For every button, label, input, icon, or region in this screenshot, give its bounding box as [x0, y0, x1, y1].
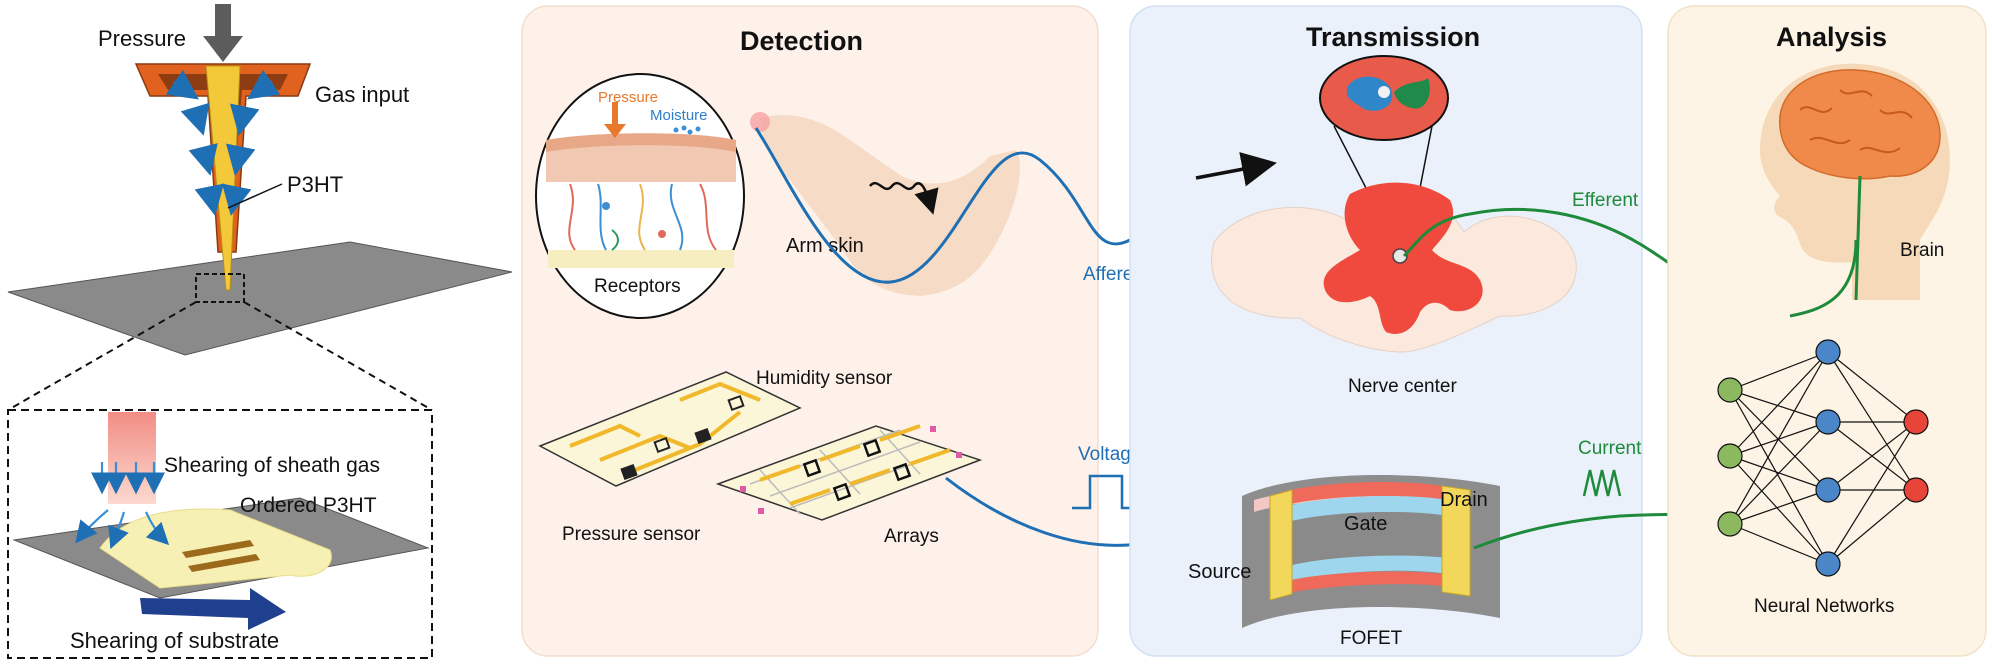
zoom-region	[195, 273, 245, 303]
afferent-direction-arrow	[1195, 152, 1277, 187]
detection-title: Detection	[740, 26, 863, 56]
neural-network	[1717, 339, 1929, 577]
zoom-line-left	[7, 301, 197, 411]
efferent-label: Efferent	[1572, 190, 1639, 211]
shearing-substrate-label: Shearing of substrate	[70, 628, 279, 653]
input-node	[1717, 377, 1743, 403]
receptor-pressure-label: Pressure	[598, 89, 658, 106]
p3ht-leader-line	[227, 183, 283, 209]
head-illustration	[1760, 63, 1950, 301]
stimulus-wave-icon	[869, 181, 939, 215]
hidden-node	[1815, 339, 1841, 365]
pressure-sensor-label: Pressure sensor	[562, 524, 701, 545]
transmission-title: Transmission	[1306, 22, 1480, 52]
current-wave-icon	[1582, 469, 1622, 497]
touch-point-icon	[750, 112, 770, 132]
substrate-plate	[7, 241, 513, 356]
arrays-sheet	[715, 424, 983, 521]
nerve-center-label: Nerve center	[1348, 376, 1457, 397]
fofet-device	[1242, 475, 1500, 628]
input-node	[1717, 511, 1743, 537]
p3ht-label: P3HT	[287, 172, 343, 197]
gate-label: Gate	[1344, 513, 1387, 535]
hidden-node	[1815, 409, 1841, 435]
pressure-sensor-sheet	[538, 371, 802, 487]
current-label: Current	[1578, 438, 1642, 459]
hidden-node	[1815, 551, 1841, 577]
arm-illustration	[760, 114, 1020, 297]
analysis-panel: Analysis Brain	[1667, 5, 1987, 657]
gas-flow-arrows	[165, 69, 281, 216]
fofet-label: FOFET	[1340, 628, 1403, 649]
arrays-label: Arrays	[884, 526, 939, 547]
sheath-gas-beam	[108, 412, 156, 504]
sheath-gas-arrows	[75, 462, 170, 550]
receptors-label: Receptors	[594, 276, 681, 297]
transmission-panel: Transmission Nerve center Efferent	[1129, 5, 1796, 657]
input-node	[1717, 443, 1743, 469]
zoom-line-right	[243, 301, 433, 411]
brain-label: Brain	[1900, 240, 1944, 261]
electrode-pads	[182, 540, 260, 572]
receptor-moisture-label: Moisture	[650, 107, 708, 124]
output-node	[1903, 477, 1929, 503]
analysis-title: Analysis	[1776, 22, 1887, 52]
hidden-node	[1815, 477, 1841, 503]
left-panel: Pressure Gas input P3HT	[7, 4, 513, 659]
sheath-gas-label: Shearing of sheath gas	[164, 454, 380, 477]
receptors-inset: Pressure Moisture Receptors	[535, 73, 745, 319]
arm-skin-label: Arm skin	[786, 235, 864, 257]
gas-input-label: Gas input	[315, 82, 409, 107]
voltage-pulse-icon	[1072, 474, 1140, 510]
neural-networks-label: Neural Networks	[1754, 596, 1894, 617]
substrate-arrow-icon	[140, 588, 286, 630]
output-node	[1903, 409, 1929, 435]
pressure-arrow-icon	[203, 4, 243, 62]
brain-connection-path	[1789, 239, 1858, 318]
detection-panel: Detection Pressure Moisture	[521, 5, 1402, 657]
voltage-label: Voltage	[1078, 444, 1141, 465]
moisture-drops-icon	[673, 125, 701, 135]
source-label: Source	[1188, 561, 1251, 583]
drain-label: Drain	[1440, 489, 1488, 511]
pressure-label: Pressure	[98, 26, 186, 51]
humidity-sensor-label: Humidity sensor	[756, 368, 893, 389]
ordered-p3ht-label: Ordered P3HT	[240, 494, 377, 517]
